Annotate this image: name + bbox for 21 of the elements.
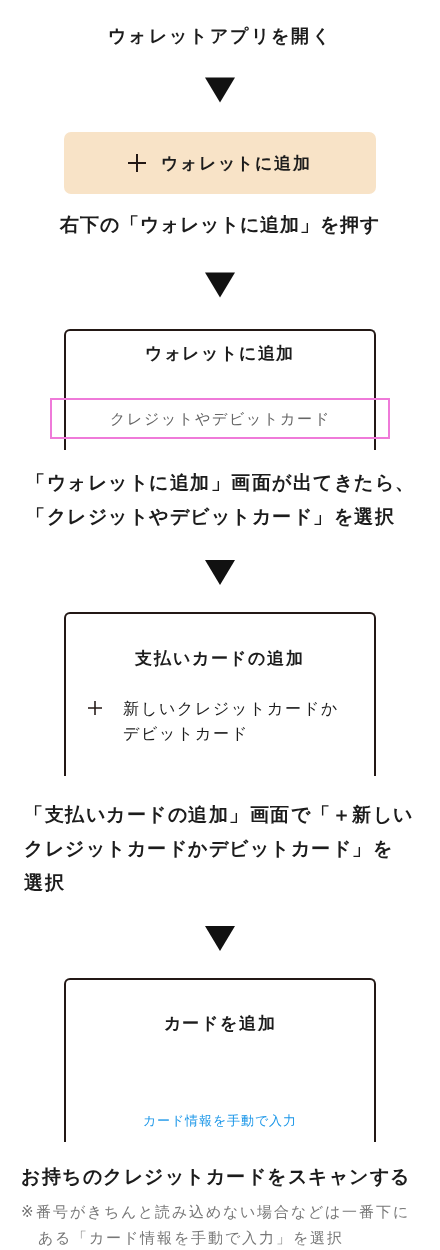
step-caption: お持ちのクレジットカードをスキャンする (21, 1164, 412, 1189)
highlight-frame (50, 398, 390, 439)
screen-title: 支払いカードの追加 (135, 647, 305, 669)
arrow (205, 272, 235, 298)
arrow (205, 560, 235, 585)
arrow (205, 77, 235, 103)
add-button: ウォレットに追加 (64, 132, 376, 194)
step-caption: 右下の「ウォレットに追加」を押す (60, 212, 380, 237)
screen-frame (64, 978, 376, 1142)
step-heading: ウォレットアプリを開く (107, 24, 333, 48)
screen-title: カードを追加 (163, 1012, 277, 1034)
arrow (205, 926, 235, 951)
step-caption: 「ウォレットに追加」画面が出てきたら、「クレジットやデビットカード」を選択 (26, 470, 417, 529)
screen-title: ウォレットに追加 (144, 342, 296, 364)
note-text: ※番号がきちんと読み込めない場合などは一番下にある「カード情報を手動で入力」を選択 (21, 1202, 411, 1249)
step-caption: 「支払いカードの追加」画面で「＋新しいクレジットカードかデビットカード」を選択 (24, 802, 415, 895)
link-text: カード情報を手動で入力 (143, 1112, 297, 1130)
menu-item-text: 新しいクレジットカードかデビットカード (123, 698, 340, 745)
menu-item-text: クレジットやデビットカード (109, 408, 331, 429)
screen-frame (64, 612, 376, 776)
screen-frame (64, 329, 376, 450)
